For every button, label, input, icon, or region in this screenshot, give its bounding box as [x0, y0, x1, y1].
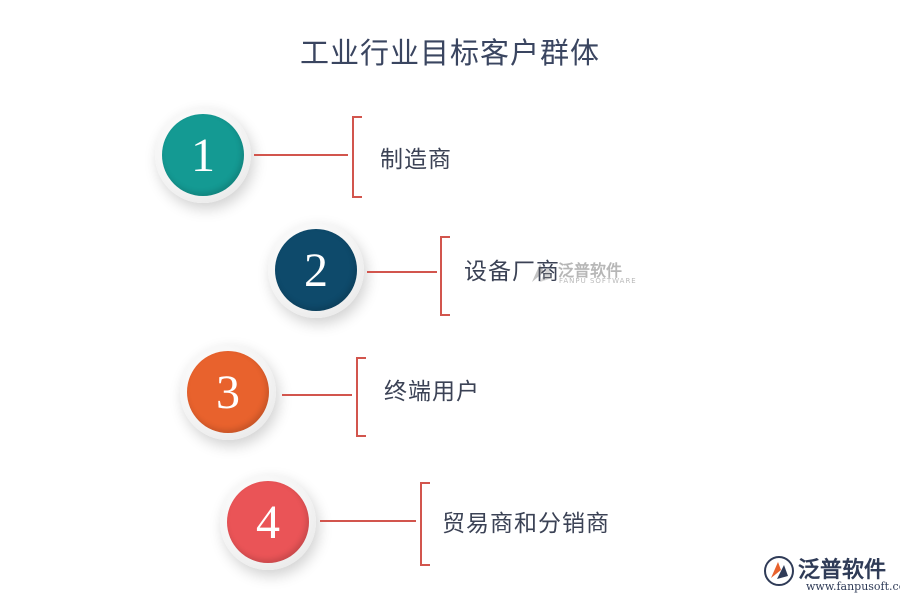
item-4-connector	[320, 520, 416, 522]
item-4-halo: 4	[220, 474, 316, 570]
item-4-number: 4	[227, 481, 309, 563]
item-1-halo: 1	[155, 107, 251, 203]
center-watermark-sub: FANPU SOFTWARE	[559, 277, 637, 285]
item-2-bracket	[440, 236, 450, 316]
corner-watermark-name: 泛普软件	[798, 558, 887, 583]
center-watermark-name: 泛普软件	[558, 261, 623, 280]
item-2-connector	[367, 271, 437, 273]
item-1-connector	[254, 154, 348, 156]
item-3-halo: 3	[180, 344, 276, 440]
diagram-title: 工业行业目标客户群体	[299, 36, 600, 70]
corner-watermark: 泛普软件 www.fanpusoft.com	[762, 552, 900, 598]
item-2-halo: 2	[268, 222, 364, 318]
item-3-bracket	[356, 357, 366, 437]
fanpu-logo-icon	[532, 264, 552, 282]
fanpu-logo-icon	[764, 556, 794, 586]
item-1-bracket	[352, 116, 362, 198]
corner-watermark-url: www.fanpusoft.com	[806, 580, 900, 593]
center-watermark: 泛普软件 FANPU SOFTWARE	[528, 256, 638, 290]
item-1-number: 1	[162, 114, 244, 196]
item-4-bracket	[420, 482, 430, 566]
item-2-number: 2	[275, 229, 357, 311]
item-3-number: 3	[187, 351, 269, 433]
item-2-label: 设备厂商	[464, 259, 560, 285]
item-3-connector	[282, 394, 352, 396]
item-3-label: 终端用户	[384, 379, 480, 405]
item-4-label: 贸易商和分销商	[442, 511, 610, 537]
item-1-label: 制造商	[380, 147, 452, 173]
